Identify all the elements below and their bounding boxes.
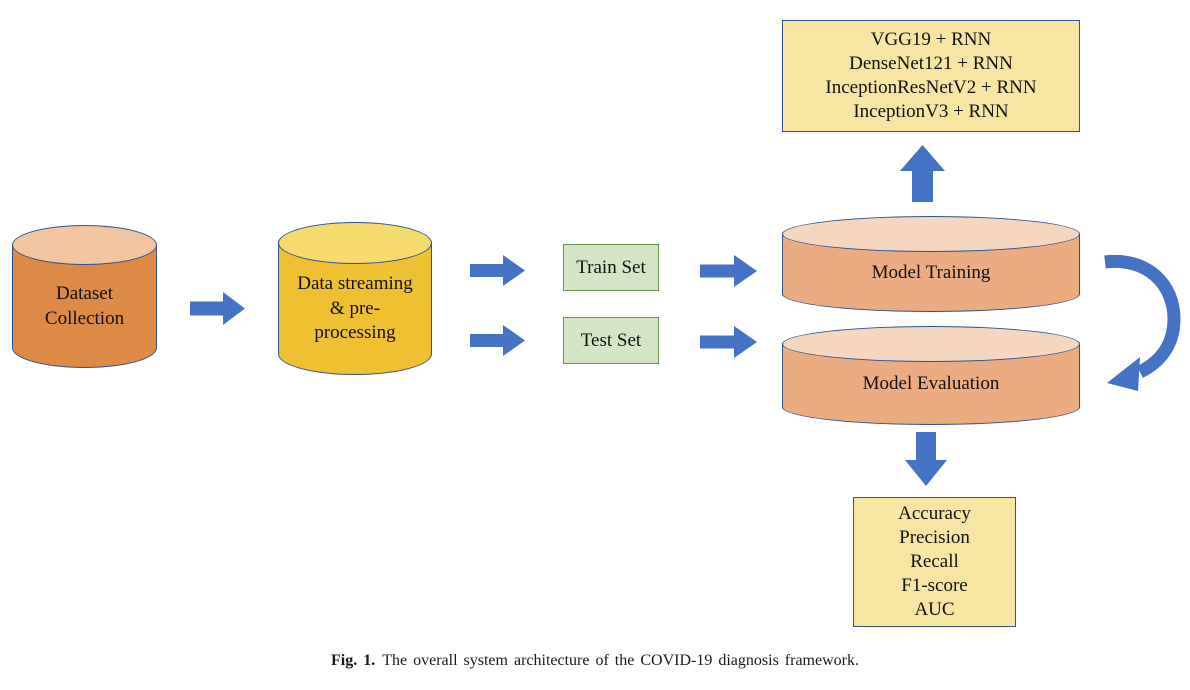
caption-prefix: Fig. 1. [331,652,376,669]
models-box: VGG19 + RNN DenseNet121 + RNN InceptionR… [782,20,1080,132]
right-arrow-icon [700,255,757,287]
figure-caption: Fig. 1. The overall system architecture o… [0,652,1190,670]
model-training-label: Model Training [871,261,991,283]
cylinder-top-ellipse [782,326,1080,362]
cylinder-body [278,243,432,375]
right-arrow-icon [190,292,245,325]
right-arrow-icon [470,255,525,286]
data-streaming-label: Data streaming & pre- processing [297,272,413,344]
model-evaluation-label: Model Evaluation [862,373,1000,395]
metrics-box-line: Recall [910,551,959,572]
cylinder-top-ellipse [12,225,157,265]
curved-arrow-icon [1104,254,1181,391]
cylinder-body [12,245,157,368]
dataset-collection-label: Dataset Collection [44,282,125,329]
models-box-line: InceptionV3 + RNN [853,101,1009,122]
cylinder-top-ellipse [278,222,432,264]
models-box-line: VGG19 + RNN [870,29,992,50]
data-streaming-cylinder: Data streaming & pre- processing [278,222,432,375]
right-arrow-icon [470,325,525,356]
test-set-label: Test Set [580,329,642,351]
caption-text: The overall system architecture of the C… [382,652,859,669]
cylinder-top-ellipse [782,216,1080,252]
models-box-line: InceptionResNetV2 + RNN [825,77,1037,98]
metrics-box-line: F1-score [901,575,968,596]
model-training-cylinder: Model Training [782,216,1080,312]
test-set-box: Test Set [563,317,659,364]
train-set-box: Train Set [563,244,659,291]
metrics-box-line: AUC [914,599,955,620]
down-arrow-icon [905,432,947,486]
right-arrow-icon [700,326,757,358]
metrics-box-line: Accuracy [898,503,971,524]
metrics-box: Accuracy Precision Recall F1-score AUC [853,497,1016,627]
train-set-label: Train Set [576,256,646,278]
models-box-line: DenseNet121 + RNN [849,53,1013,74]
up-arrow-icon [900,145,945,202]
model-evaluation-cylinder: Model Evaluation [782,326,1080,425]
metrics-box-line: Precision [899,527,970,548]
dataset-collection-cylinder: Dataset Collection [12,225,157,368]
